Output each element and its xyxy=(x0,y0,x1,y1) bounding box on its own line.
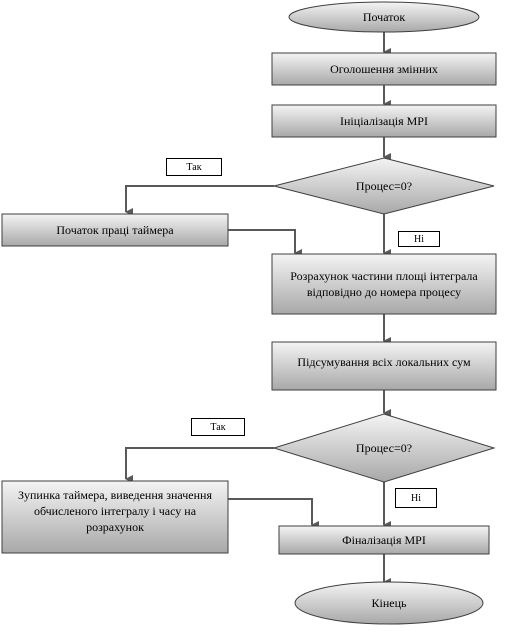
timer-start-box xyxy=(1,213,229,247)
decision1-no-tag: Ні xyxy=(398,231,440,247)
start-terminal xyxy=(288,1,480,33)
arrow-timer-compute xyxy=(228,229,302,257)
declare-box xyxy=(271,52,497,86)
decision1-yes-tag: Так xyxy=(166,158,222,176)
timer-stop-box xyxy=(1,480,229,554)
arrow-decision1-yes xyxy=(125,185,274,216)
end-terminal xyxy=(294,581,484,625)
sum-label: Підсумування всіх локальних сум xyxy=(297,355,471,369)
start-label: Початок xyxy=(362,10,406,24)
end-label: Кінець xyxy=(371,596,407,610)
decision2-label: Процес=0? xyxy=(355,441,413,455)
arrow-decision2-yes xyxy=(125,447,274,483)
decision2-no-tag: Ні xyxy=(395,488,437,508)
init-label: Ініціалізація MPI xyxy=(340,114,428,128)
timer-start-label: Початок праці таймера xyxy=(56,223,174,237)
decision1-label: Процес=0? xyxy=(355,179,413,193)
decision2-diamond xyxy=(272,413,496,483)
decision1-diamond xyxy=(273,157,495,215)
declare-label: Оголошення змінних xyxy=(330,62,438,76)
decision2-yes-tag: Так xyxy=(191,418,245,436)
timer-stop-label: Зупинка таймера, виведення значення обчи… xyxy=(17,488,212,534)
compute-label: Розрахунок частини площі інтеграла відпо… xyxy=(290,269,478,299)
compute-box xyxy=(271,253,497,315)
finalize-label: Фіналізація MPI xyxy=(342,533,426,547)
finalize-box xyxy=(278,525,490,555)
sum-box xyxy=(271,341,497,391)
arrow-timerstop-finalize xyxy=(228,498,319,529)
connectors xyxy=(125,30,391,586)
init-box xyxy=(271,104,497,138)
